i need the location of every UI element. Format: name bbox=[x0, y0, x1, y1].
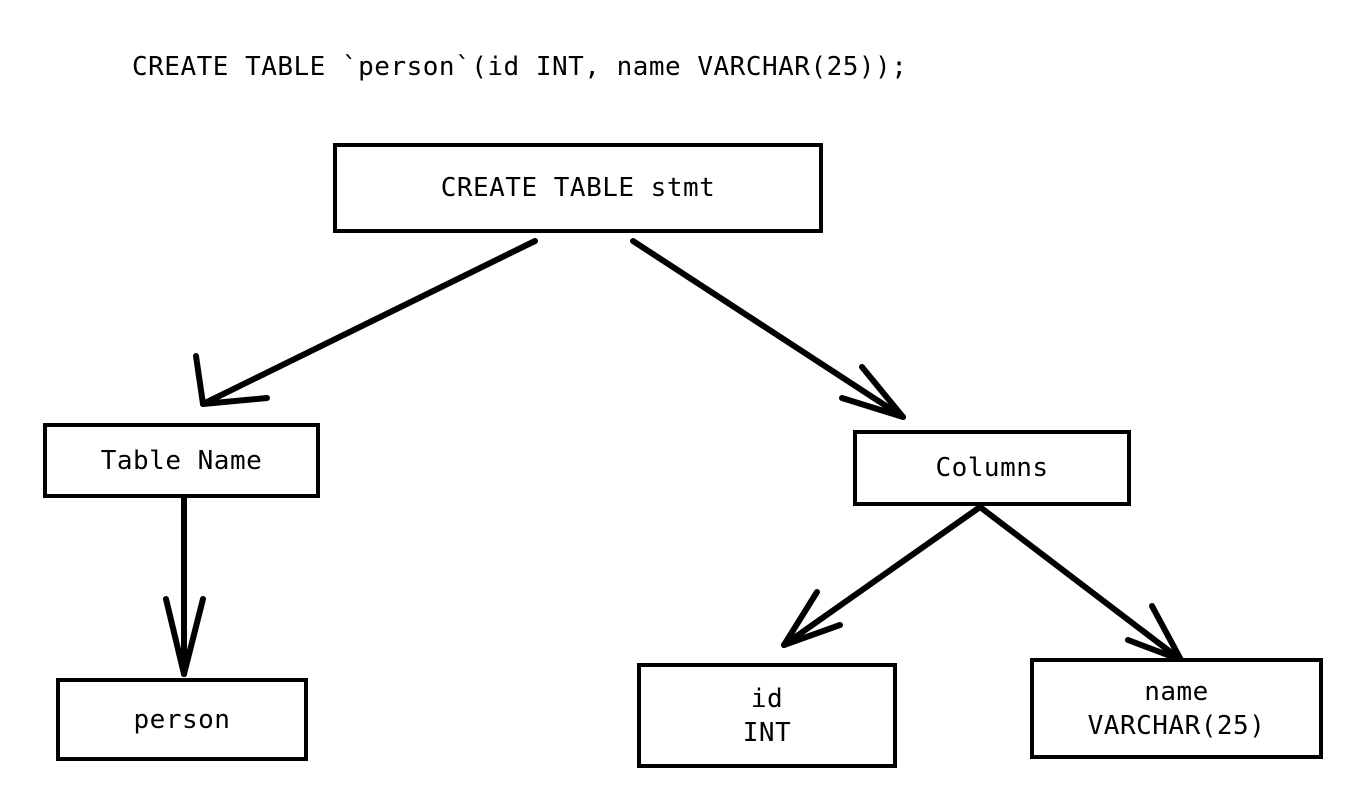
node-table-name[interactable]: Table Name bbox=[43, 423, 320, 498]
node-create-table-stmt[interactable]: CREATE TABLE stmt bbox=[333, 143, 823, 233]
node-label-type: VARCHAR(25) bbox=[1087, 710, 1266, 741]
node-label: Columns bbox=[935, 453, 1049, 483]
node-label: person bbox=[133, 704, 231, 735]
node-label: name bbox=[1144, 676, 1209, 707]
edge-columns-to-col-id bbox=[781, 504, 983, 648]
edge-root-to-columns bbox=[630, 238, 906, 420]
edge-columns-to-col-name bbox=[977, 504, 1184, 663]
sql-statement-caption: CREATE TABLE `person`(id INT, name VARCH… bbox=[132, 52, 908, 82]
node-label: id bbox=[750, 683, 784, 714]
node-column-id[interactable]: id INT bbox=[637, 663, 897, 768]
node-label-type: INT bbox=[742, 717, 792, 748]
node-label: CREATE TABLE stmt bbox=[440, 173, 716, 203]
node-columns[interactable]: Columns bbox=[853, 430, 1131, 506]
node-label: Table Name bbox=[100, 445, 263, 476]
node-person[interactable]: person bbox=[56, 678, 308, 761]
edge-table-name-to-person bbox=[163, 495, 206, 677]
node-column-name[interactable]: name VARCHAR(25) bbox=[1030, 658, 1323, 759]
edge-root-to-table-name bbox=[193, 238, 538, 407]
